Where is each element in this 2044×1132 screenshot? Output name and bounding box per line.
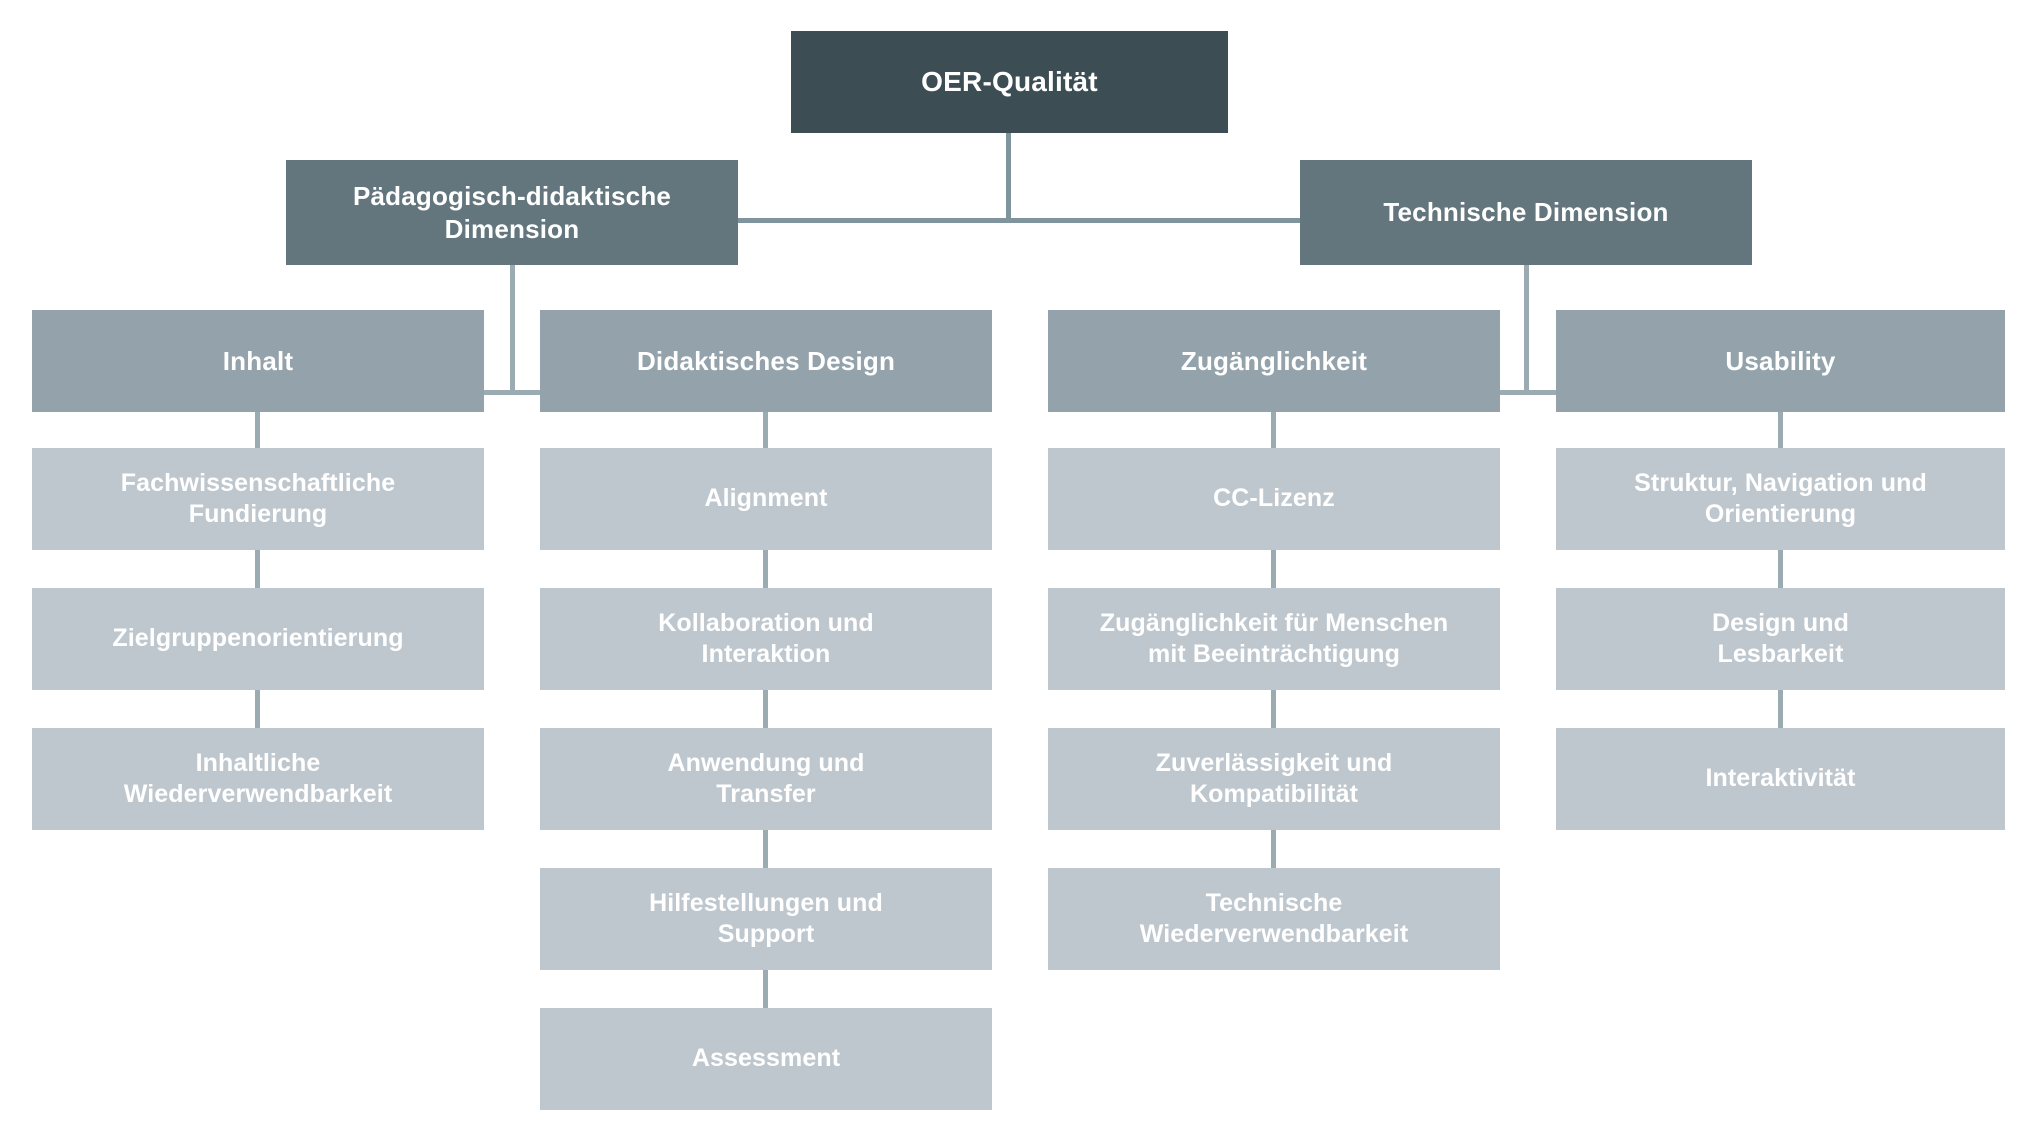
connector-root-vertical [1006, 133, 1011, 222]
connector-col3-seg1 [1271, 412, 1276, 448]
node-leaf[interactable]: Fachwissenschaftliche Fundierung [32, 448, 484, 550]
connector-col4-seg1 [1778, 412, 1783, 448]
node-leaf[interactable]: Assessment [540, 1008, 992, 1110]
node-leaf[interactable]: Hilfestellungen und Support [540, 868, 992, 970]
node-leaf-label: Hilfestellungen und Support [649, 888, 883, 949]
node-leaf-label: Fachwissenschaftliche Fundierung [120, 468, 396, 529]
node-leaf-label: Anwendung und Transfer [667, 748, 865, 809]
connector-col1-seg3 [255, 690, 260, 728]
node-leaf-label: Inhaltliche Wiederverwendbarkeit [123, 748, 393, 809]
connector-dimension-right-vertical [1524, 265, 1529, 395]
node-root-label: OER-Qualität [921, 66, 1098, 98]
node-dimension-technische[interactable]: Technische Dimension [1300, 160, 1752, 265]
connector-col1-seg1 [255, 412, 260, 448]
connector-col2-seg1 [763, 412, 768, 448]
node-leaf[interactable]: Struktur, Navigation und Orientierung [1556, 448, 2005, 550]
node-leaf-label: Kollaboration und Interaktion [658, 608, 874, 669]
node-leaf-label: Design und Lesbarkeit [1711, 608, 1850, 669]
node-leaf[interactable]: Technische Wiederverwendbarkeit [1048, 868, 1500, 970]
connector-col2-seg2 [763, 550, 768, 588]
connector-root-horizontal [738, 218, 1302, 223]
node-leaf-label: Zielgruppenorientierung [112, 624, 404, 653]
connector-col2-seg4 [763, 830, 768, 868]
node-leaf[interactable]: Zielgruppenorientierung [32, 588, 484, 690]
node-leaf[interactable]: Zugänglichkeit für Menschen mit Beeinträ… [1048, 588, 1500, 690]
connector-dimension-left-vertical [510, 265, 515, 395]
connector-dimension-left-horizontal [375, 390, 650, 395]
node-leaf[interactable]: Inhaltliche Wiederverwendbarkeit [32, 728, 484, 830]
connector-col3-seg4 [1271, 830, 1276, 868]
node-leaf[interactable]: CC-Lizenz [1048, 448, 1500, 550]
node-dimension-label: Pädagogisch-didaktische Dimension [352, 180, 672, 244]
node-leaf[interactable]: Interaktivität [1556, 728, 2005, 830]
node-leaf[interactable]: Zuverlässigkeit und Kompatibilität [1048, 728, 1500, 830]
node-dimension-paedagogisch-didaktische[interactable]: Pädagogisch-didaktische Dimension [286, 160, 738, 265]
node-category-zugaenglichkeit[interactable]: Zugänglichkeit [1048, 310, 1500, 412]
connector-col2-seg3 [763, 690, 768, 728]
connector-col3-seg3 [1271, 690, 1276, 728]
node-leaf[interactable]: Anwendung und Transfer [540, 728, 992, 830]
connector-col4-seg2 [1778, 550, 1783, 588]
node-root-oer-qualitaet[interactable]: OER-Qualität [791, 31, 1228, 133]
node-leaf-label: Alignment [704, 484, 828, 513]
node-leaf[interactable]: Design und Lesbarkeit [1556, 588, 2005, 690]
node-category-label: Didaktisches Design [636, 345, 896, 376]
connector-col4-seg3 [1778, 690, 1783, 728]
node-leaf-label: CC-Lizenz [1213, 484, 1335, 513]
node-dimension-label: Technische Dimension [1383, 197, 1669, 228]
connector-col1-seg2 [255, 550, 260, 588]
node-category-label: Inhalt [222, 345, 294, 376]
node-leaf-label: Zugänglichkeit für Menschen mit Beeinträ… [1099, 608, 1449, 669]
node-leaf[interactable]: Kollaboration und Interaktion [540, 588, 992, 690]
node-category-label: Usability [1725, 345, 1836, 376]
connector-col3-seg2 [1271, 550, 1276, 588]
node-leaf-label: Struktur, Navigation und Orientierung [1634, 468, 1927, 529]
node-category-inhalt[interactable]: Inhalt [32, 310, 484, 412]
node-leaf[interactable]: Alignment [540, 448, 992, 550]
node-category-usability[interactable]: Usability [1556, 310, 2005, 412]
connector-dimension-right-horizontal [1390, 390, 1665, 395]
node-leaf-label: Zuverlässigkeit und Kompatibilität [1155, 748, 1393, 809]
node-category-label: Zugänglichkeit [1180, 345, 1368, 376]
node-leaf-label: Technische Wiederverwendbarkeit [1139, 888, 1409, 949]
node-category-didaktisches-design[interactable]: Didaktisches Design [540, 310, 992, 412]
node-leaf-label: Interaktivität [1705, 764, 1856, 793]
connector-col2-seg5 [763, 970, 768, 1008]
node-leaf-label: Assessment [691, 1044, 841, 1073]
